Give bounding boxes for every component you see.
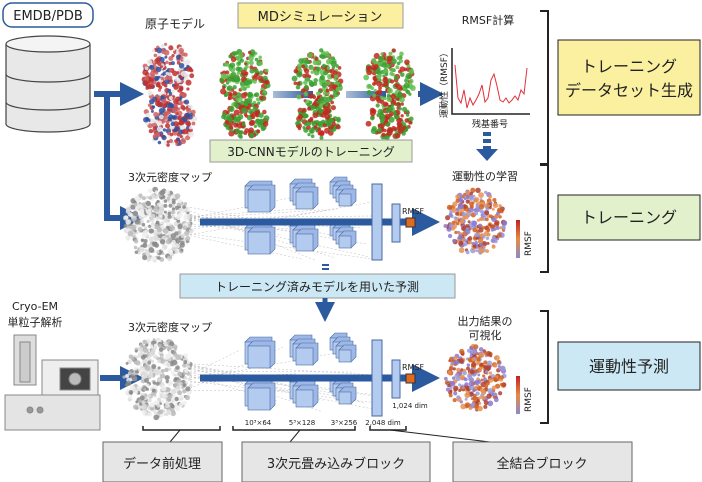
prediction-with-model-label: トレーニング済みモデルを用いた予測 <box>215 279 419 294</box>
atomic-model-label: 原子モデル <box>145 16 205 31</box>
prediction-output-image: RMSF <box>443 343 534 414</box>
dashed-arrow <box>346 91 386 98</box>
md-simulation-box <box>237 2 404 29</box>
stage1-box <box>557 39 701 116</box>
density-map-label-2: 3次元密度マップ <box>128 320 212 334</box>
database-icon <box>5 35 91 133</box>
stage1-label-line1: トレーニング <box>581 57 677 76</box>
dim-labels: 10³×64 5³×128 3³×256 2,048 dim 1,024 dim <box>245 402 428 427</box>
rmsf-output-node <box>405 217 416 228</box>
block-fully-connected: 全結合ブロック <box>452 441 633 482</box>
rmsf-plot-ylabel: 運動性（RMSF） <box>438 48 450 118</box>
conv1-dim: 10³×64 <box>245 419 272 427</box>
rmsf-output-label: RMSF <box>402 363 425 372</box>
fc-layer-1024 <box>391 203 401 243</box>
rmsf-output-node <box>405 373 416 384</box>
block-preprocessing-label: データ前処理 <box>123 456 201 472</box>
dashed-down-arrow <box>476 132 498 161</box>
colorbar-label: RMSF <box>524 231 534 256</box>
output-label-line1: 出力結果の <box>458 314 513 328</box>
fc1-dim: 2,048 dim <box>365 419 401 427</box>
cnn-network-prediction: RMSF <box>189 332 440 417</box>
atomic-model-image <box>141 42 198 147</box>
block-convolution-label: 3次元畳み込みブロック <box>267 456 405 472</box>
learned-output-image: RMSF <box>443 187 534 258</box>
md-simulation-label: MDシミュレーション <box>258 10 383 25</box>
rmsf-output-label: RMSF <box>402 207 425 216</box>
density-map-label: 3次元密度マップ <box>128 170 212 184</box>
fc-layer-2048 <box>371 339 383 417</box>
cnn-network-training: RMSF <box>189 176 440 261</box>
colorbar-label: RMSF <box>524 387 534 412</box>
stage2-bracket <box>540 164 549 273</box>
fc-layer-1024 <box>391 359 401 399</box>
cnn-training-label: 3D-CNNモデルのトレーニング <box>227 144 395 159</box>
block-convolution: 3次元畳み込みブロック <box>241 441 431 482</box>
md-snapshots <box>219 48 444 141</box>
source-badge: EMDB/PDB <box>2 2 94 28</box>
stage1-bracket <box>540 10 549 165</box>
block-fully-connected-label: 全結合ブロック <box>496 456 587 472</box>
stage2-box <box>557 194 701 241</box>
rmsf-colorbar <box>516 220 520 258</box>
dashed-connector <box>322 264 329 270</box>
fc2-dim: 1,024 dim <box>392 402 428 410</box>
density-map-image <box>123 186 194 263</box>
prediction-box <box>179 273 456 299</box>
cnn-training-box <box>209 139 413 163</box>
density-map-image-2 <box>122 338 193 421</box>
block-preprocessing: データ前処理 <box>102 441 223 482</box>
microscope-icon <box>4 334 101 431</box>
fc-layer-2048 <box>371 183 383 261</box>
stage3-bracket <box>540 310 549 424</box>
rmsf-plot-xlabel: 残基番号 <box>472 118 508 130</box>
bottom-brackets <box>142 426 491 443</box>
stage1-label-line2: データセット生成 <box>565 81 693 100</box>
conv2-dim: 5³×128 <box>289 419 316 427</box>
stage3-box <box>557 341 701 391</box>
conv3-dim: 3³×256 <box>331 419 358 427</box>
learning-label: 運動性の学習 <box>452 169 518 183</box>
cryoem-label-line2: 単粒子解析 <box>8 315 63 329</box>
source-label: EMDB/PDB <box>13 9 83 24</box>
stage2-label: トレーニング <box>581 208 677 227</box>
dashed-arrow <box>273 91 313 98</box>
output-label-line2: 可視化 <box>469 328 502 342</box>
stage3-label: 運動性予測 <box>589 357 669 376</box>
rmsf-colorbar <box>516 376 520 414</box>
rmsf-calc-label: RMSF計算 <box>462 13 514 27</box>
cryoem-label-line1: Cryo-EM <box>12 300 58 313</box>
rmsf-plot: 運動性（RMSF） 残基番号 <box>438 48 530 130</box>
